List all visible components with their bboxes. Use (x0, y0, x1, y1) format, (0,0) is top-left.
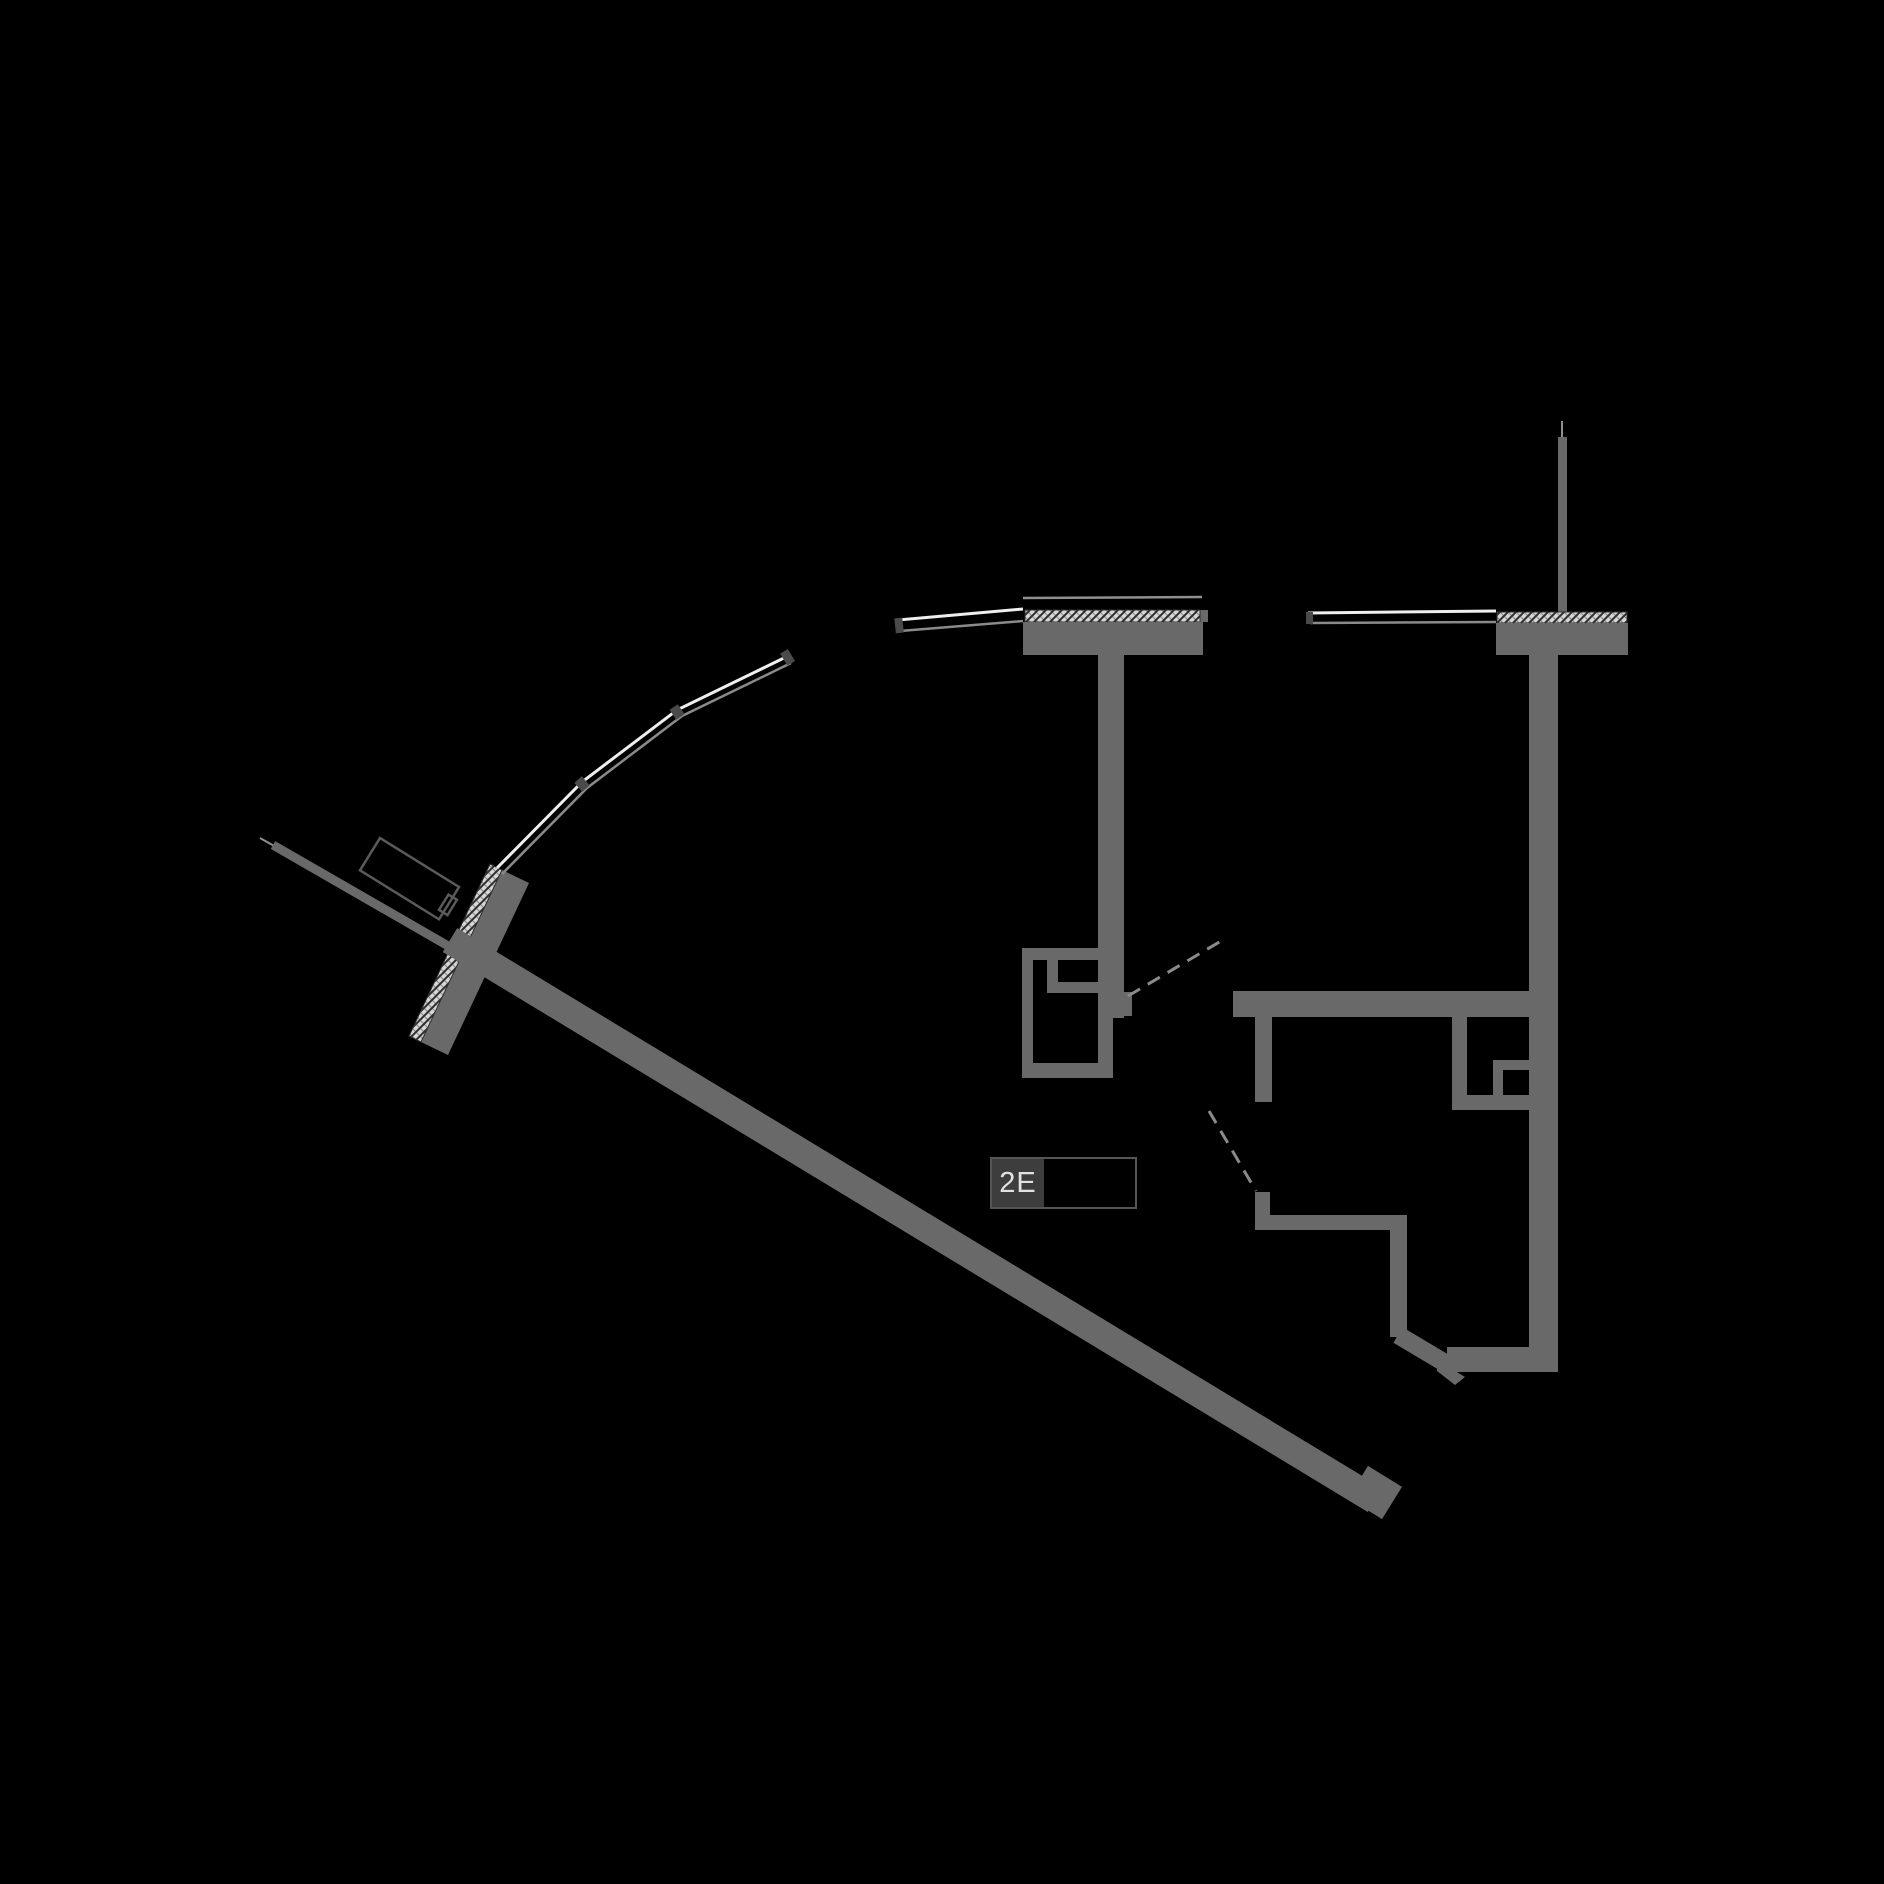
window-bar-right-cap (1306, 612, 1313, 624)
wall-stub-upper (1255, 1017, 1272, 1102)
opening-dashed-line-lower (1207, 1110, 1258, 1192)
window-bar-right-inner (1309, 620, 1497, 625)
unit-code-text: 2E (999, 1166, 1037, 1199)
wall-lower-vertical (1390, 1230, 1407, 1337)
wall-bottom-right (1447, 1347, 1556, 1372)
compartment-left-wall (1452, 1017, 1467, 1110)
window-bar-right-outer (1307, 609, 1497, 615)
balcony-edge-line (1022, 595, 1203, 600)
window-joint-2 (669, 704, 685, 720)
window-sill-hatch-left (1024, 609, 1201, 623)
window-outer-line (495, 654, 789, 870)
curved-window-wall (495, 648, 796, 875)
window-joint-1 (574, 776, 590, 792)
window-bar-left-cap (894, 617, 904, 634)
wall-vertical-middle (1098, 655, 1124, 1018)
balcony-divider-wall (270, 841, 453, 951)
wall-horizontal-main (1233, 991, 1529, 1017)
window-endcap (780, 648, 796, 666)
diagonal-wall (442, 928, 1383, 1512)
shaft-room-inner-partition-v (1047, 960, 1058, 993)
shaft-room-top-wall (1022, 948, 1098, 960)
compartment-bottom-wall (1452, 1095, 1529, 1110)
window-sill-cap-left (1200, 610, 1208, 622)
antenna-wall-stub (1558, 437, 1567, 613)
shaft-room-bottom-wall (1022, 1063, 1113, 1078)
planter-outline-group (358, 836, 461, 922)
shaft-room-inner-partition-h (1047, 982, 1098, 993)
wall-top-right-block (1496, 623, 1628, 655)
shaft-room-right-wall (1098, 1018, 1113, 1063)
wall-lower-diagonal (1393, 1327, 1455, 1374)
small-shaft-top-wall (1493, 1060, 1529, 1070)
unit-label[interactable]: 2E (990, 1157, 1137, 1209)
wall-lower-horizontal (1255, 1215, 1407, 1230)
wall-top-middle-block (1023, 622, 1203, 655)
diagonal-wall-endcap (1348, 1465, 1402, 1520)
wall-vertical-middle-bump (1124, 992, 1132, 1016)
unit-code-badge[interactable]: 2E (992, 1159, 1044, 1207)
window-sill-hatch-right (1496, 611, 1628, 624)
planter-outline (358, 836, 461, 922)
window-bar-left-inner (899, 619, 1024, 633)
small-shaft-left-wall (1493, 1060, 1503, 1095)
window-bar-left-outer (897, 607, 1024, 622)
window-inner-line (501, 661, 792, 875)
window-bar-right (1306, 609, 1497, 625)
wall-notch-tick (1437, 1360, 1465, 1385)
opening-dashed-line-upper (1127, 939, 1222, 998)
shaft-room-left-wall (1022, 948, 1033, 1078)
shaft-room (1022, 948, 1113, 1078)
window-bar-left (894, 607, 1024, 634)
planter-notch (437, 892, 459, 917)
unit-value-box[interactable] (1044, 1159, 1135, 1207)
wall-right-vertical (1529, 655, 1558, 1372)
